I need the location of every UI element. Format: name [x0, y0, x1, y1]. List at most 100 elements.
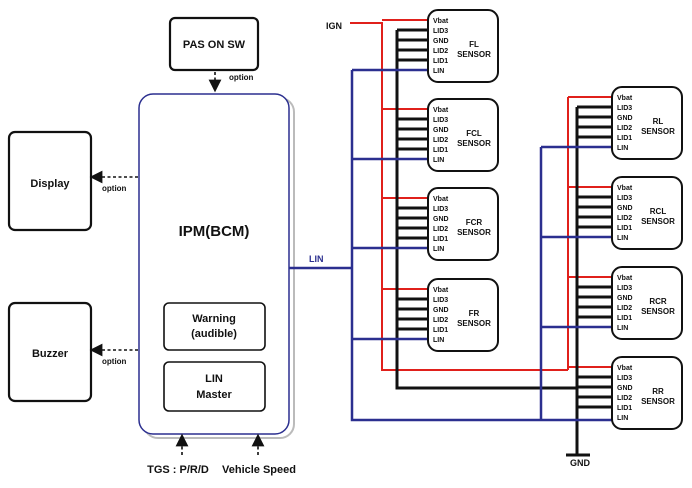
pin-label: LID2	[617, 125, 632, 132]
red-right-trunk	[567, 97, 612, 370]
pin-label: LID1	[433, 327, 448, 334]
sensor-group: VbatLID3GNDLID2LID1LINFLSENSORVbatLID3GN…	[427, 9, 683, 430]
lin-bus-label: LIN	[309, 254, 324, 264]
pin-label: LID1	[433, 236, 448, 243]
pin-label: GND	[433, 216, 449, 223]
pin-label: LIN	[617, 325, 628, 332]
pin-label: Vbat	[433, 287, 449, 294]
sensor-name: RL	[653, 117, 664, 126]
sensor-box	[611, 176, 683, 250]
pin-label: GND	[617, 115, 633, 122]
pin-label: GND	[617, 295, 633, 302]
sensor-name: FCR	[466, 218, 483, 227]
pin-label: Vbat	[617, 365, 633, 372]
sensor-type: SENSOR	[457, 228, 491, 237]
option-label-display: option	[102, 184, 127, 193]
pin-label: GND	[433, 38, 449, 45]
sensor-name: FR	[469, 309, 480, 318]
sensor-box	[427, 9, 499, 83]
pin-label: Vbat	[617, 95, 633, 102]
pin-label: GND	[433, 127, 449, 134]
sensor-box	[611, 86, 683, 160]
sensor-name: RCL	[650, 207, 667, 216]
warning-block	[163, 302, 266, 351]
sensor-name: FL	[469, 40, 479, 49]
pin-label: Vbat	[617, 185, 633, 192]
pin-label: LID3	[433, 28, 448, 35]
sensor-type: SENSOR	[641, 307, 675, 316]
pin-label: LID2	[433, 137, 448, 144]
pin-label: LIN	[433, 157, 444, 164]
pin-label: LID1	[617, 315, 632, 322]
pin-label: LIN	[433, 68, 444, 75]
pin-label: LIN	[617, 235, 628, 242]
pin-label: LIN	[617, 145, 628, 152]
warning-label: Warning	[192, 313, 236, 325]
pin-label: LID3	[617, 105, 632, 112]
display-label: Display	[30, 178, 70, 190]
pin-label: GND	[433, 307, 449, 314]
pas-switch-block	[168, 16, 260, 72]
pin-label: LIN	[433, 337, 444, 344]
pin-label: LID2	[433, 48, 448, 55]
pin-label: Vbat	[617, 275, 633, 282]
sensor-type: SENSOR	[457, 319, 491, 328]
vehicle-speed-label: Vehicle Speed	[222, 464, 296, 476]
sensor-box	[427, 278, 499, 352]
sensor-box	[611, 266, 683, 340]
pin-label: GND	[617, 205, 633, 212]
warning-sublabel: (audible)	[191, 328, 237, 340]
pin-label: LIN	[617, 415, 628, 422]
lin-master-sublabel: Master	[196, 389, 232, 401]
sensor-name: FCL	[466, 129, 482, 138]
pin-label: LID1	[617, 135, 632, 142]
pin-label: LID3	[433, 297, 448, 304]
pin-label: LID2	[433, 317, 448, 324]
sensor-box	[611, 356, 683, 430]
pin-label: LID3	[433, 117, 448, 124]
lin-left-trunk	[350, 70, 612, 422]
sensor-type: SENSOR	[641, 127, 675, 136]
pin-label: Vbat	[433, 107, 449, 114]
sensor-box	[427, 187, 499, 261]
gnd-label: GND	[570, 458, 591, 468]
buzzer-label: Buzzer	[32, 348, 69, 360]
pin-label: LID2	[617, 395, 632, 402]
option-label-top: option	[229, 73, 254, 82]
lin-master-label: LIN	[205, 373, 223, 385]
pin-label: LID1	[433, 147, 448, 154]
sensor-name: RR	[652, 387, 664, 396]
pin-label: LIN	[433, 246, 444, 253]
ipm-title: IPM(BCM)	[179, 223, 250, 240]
pin-label: LID2	[433, 226, 448, 233]
tgs-label: TGS : P/R/D	[147, 464, 209, 476]
pin-label: LID1	[433, 58, 448, 65]
pas-switch-label: PAS ON SW	[183, 39, 246, 51]
pin-label: LID2	[617, 215, 632, 222]
sensor-type: SENSOR	[641, 397, 675, 406]
pin-label: LID3	[617, 375, 632, 382]
pin-label: LID2	[617, 305, 632, 312]
pin-label: LID3	[433, 206, 448, 213]
pin-label: LID3	[617, 195, 632, 202]
option-label-buzzer: option	[102, 357, 127, 366]
sensor-type: SENSOR	[457, 50, 491, 59]
ign-label: IGN	[326, 21, 342, 31]
sensor-box	[427, 98, 499, 172]
lin-master-block	[163, 361, 266, 412]
sensor-type: SENSOR	[457, 139, 491, 148]
pin-label: LID1	[617, 405, 632, 412]
ign-wire	[350, 22, 568, 371]
pin-label: LID3	[617, 285, 632, 292]
sensor-name: RCR	[649, 297, 667, 306]
pin-label: Vbat	[433, 196, 449, 203]
wiring-harness	[289, 19, 612, 457]
pin-label: GND	[617, 385, 633, 392]
